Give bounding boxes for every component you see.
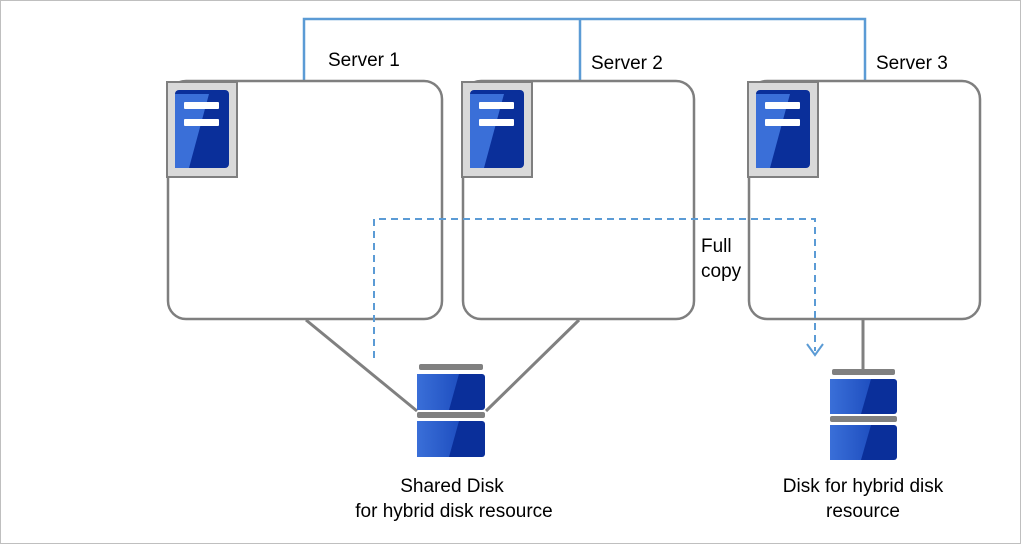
interconnect-line (302, 17, 867, 80)
full-copy-label-line2: copy (701, 261, 742, 282)
server-3-icon (747, 81, 819, 178)
full-copy-arrowhead (806, 343, 824, 357)
full-copy-label-line1: Full (701, 236, 732, 257)
hybrid-disk-icon (830, 369, 897, 460)
server-2-icon (461, 81, 533, 178)
server-1-disk-connector (305, 318, 418, 413)
server-2-label: Server 2 (591, 53, 663, 74)
hybrid-disk-label-line2: resource (826, 501, 900, 522)
server-2-disk-connector (484, 318, 581, 413)
shared-disk-label-line1: Shared Disk (400, 476, 504, 497)
hybrid-disk-label-line1: Disk for hybrid disk (783, 476, 944, 497)
shared-disk-icon (417, 364, 485, 457)
server-1-label: Server 1 (328, 50, 400, 71)
shared-disk-label-line2: for hybrid disk resource (355, 501, 552, 522)
server-1-icon (166, 81, 238, 178)
server-3-label: Server 3 (876, 53, 948, 74)
